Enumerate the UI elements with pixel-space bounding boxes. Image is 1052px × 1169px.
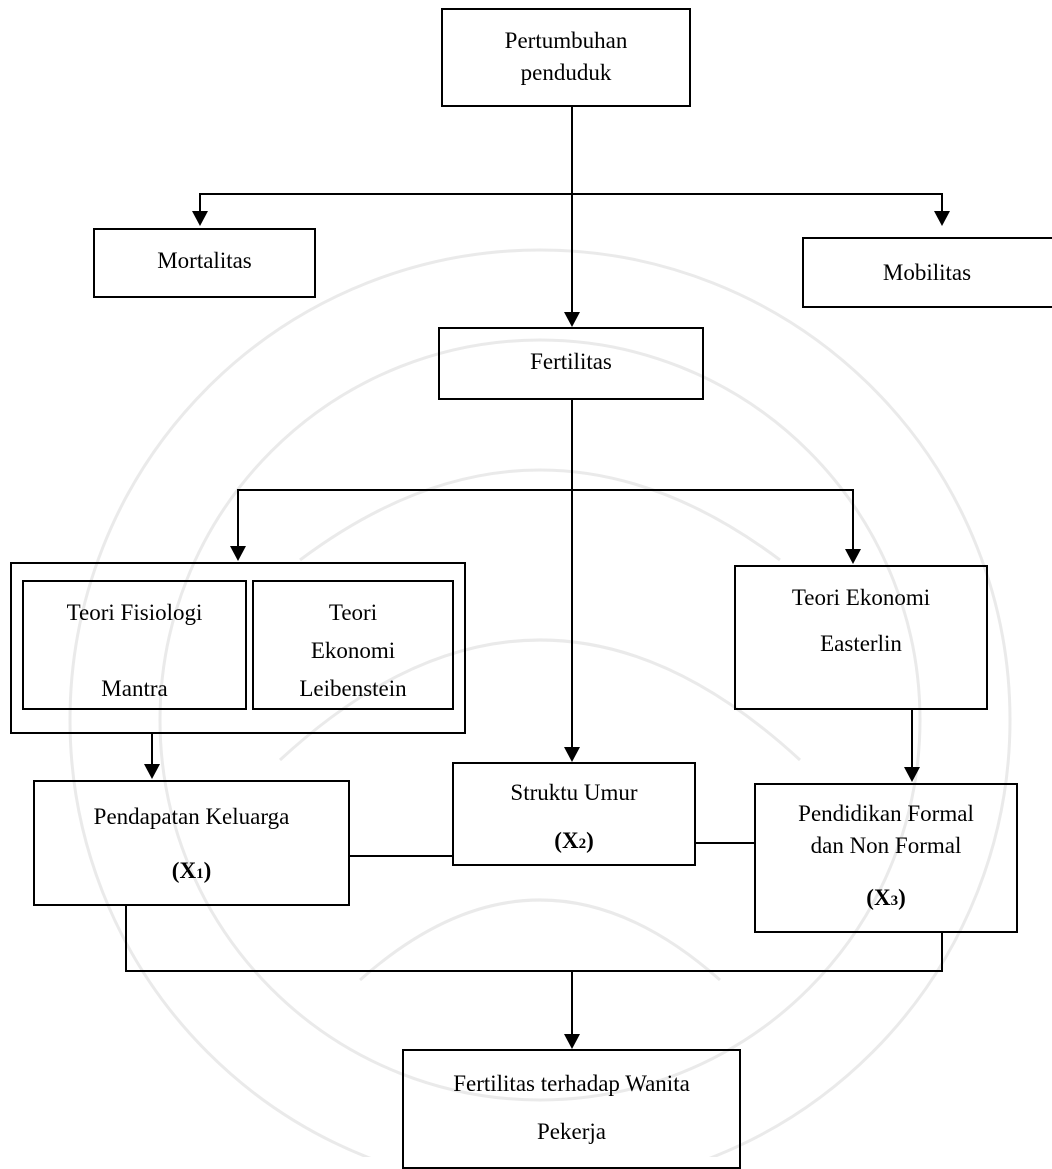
node-label-line: Teori Ekonomi [791, 585, 931, 610]
node-teori-fisiologi: Teori Fisiologi Mantra [22, 580, 247, 710]
node-fertilitas: Fertilitas [438, 327, 704, 400]
arrow-head [845, 549, 861, 564]
node-fertilitas-wanita-pekerja: Fertilitas terhadap Wanita Pekerja [402, 1049, 741, 1169]
connector-line [125, 970, 943, 972]
connector-line [350, 855, 452, 857]
node-teori-leibenstein: Teori Ekonomi Leibenstein [252, 580, 454, 710]
node-label-line: dan Non Formal [810, 833, 962, 858]
node-label-line: Fertilitas terhadap Wanita [453, 1071, 690, 1096]
node-label-line: Leibenstein [299, 676, 407, 701]
node-mobilitas: Mobilitas [802, 237, 1052, 308]
node-group-theories [10, 562, 466, 734]
connector-line [199, 193, 201, 213]
node-label: Pendapatan Keluarga [93, 804, 290, 829]
node-pertumbuhan-penduduk: Pertumbuhan penduduk [441, 8, 691, 107]
node-label-line: Pendidikan Formal [798, 801, 974, 826]
arrow-head [564, 312, 580, 327]
node-mortalitas: Mortalitas [93, 228, 316, 298]
arrow-head [144, 764, 160, 779]
connector-line [911, 710, 913, 767]
connector-line [941, 193, 943, 213]
connector-line [237, 489, 239, 546]
node-label-line: Mantra [101, 676, 168, 701]
node-label-line: Teori Fisiologi [66, 600, 203, 625]
arrow-head [564, 1034, 580, 1049]
node-label: Struktu Umur [510, 780, 638, 805]
node-label: Mortalitas [157, 248, 252, 273]
arrow-head [904, 767, 920, 782]
node-label-line: Pertumbuhan [504, 28, 628, 53]
node-label-line: Pekerja [537, 1119, 606, 1144]
connector-line [199, 193, 942, 195]
node-struktur-umur: Struktu Umur (X2) [452, 762, 696, 866]
node-label-line: Easterlin [820, 631, 902, 656]
variable-label-x1: (X1) [171, 858, 212, 883]
connector-line [125, 906, 127, 972]
node-label: Fertilitas [530, 349, 612, 374]
connector-line [151, 734, 153, 764]
node-pendidikan: Pendidikan Formal dan Non Formal (X3) [754, 783, 1018, 933]
node-pendapatan-keluarga: Pendapatan Keluarga (X1) [33, 780, 350, 906]
arrow-head [564, 747, 580, 762]
connector-line [571, 400, 573, 747]
node-label-line: penduduk [520, 60, 612, 85]
connector-line [237, 489, 853, 491]
connector-line [696, 842, 754, 844]
connector-line [571, 970, 573, 1034]
arrow-head [192, 211, 208, 226]
node-label: Mobilitas [882, 260, 972, 285]
connector-line [941, 933, 943, 972]
variable-label-x3: (X3) [866, 885, 906, 910]
variable-label-x2: (X2) [554, 828, 594, 853]
node-label-line: Ekonomi [310, 638, 396, 663]
connector-line [852, 489, 854, 549]
arrow-head [230, 546, 246, 561]
arrow-head [934, 211, 950, 226]
node-teori-easterlin: Teori Ekonomi Easterlin [734, 565, 988, 710]
node-label-line: Teori [328, 600, 378, 625]
connector-line [571, 107, 573, 312]
